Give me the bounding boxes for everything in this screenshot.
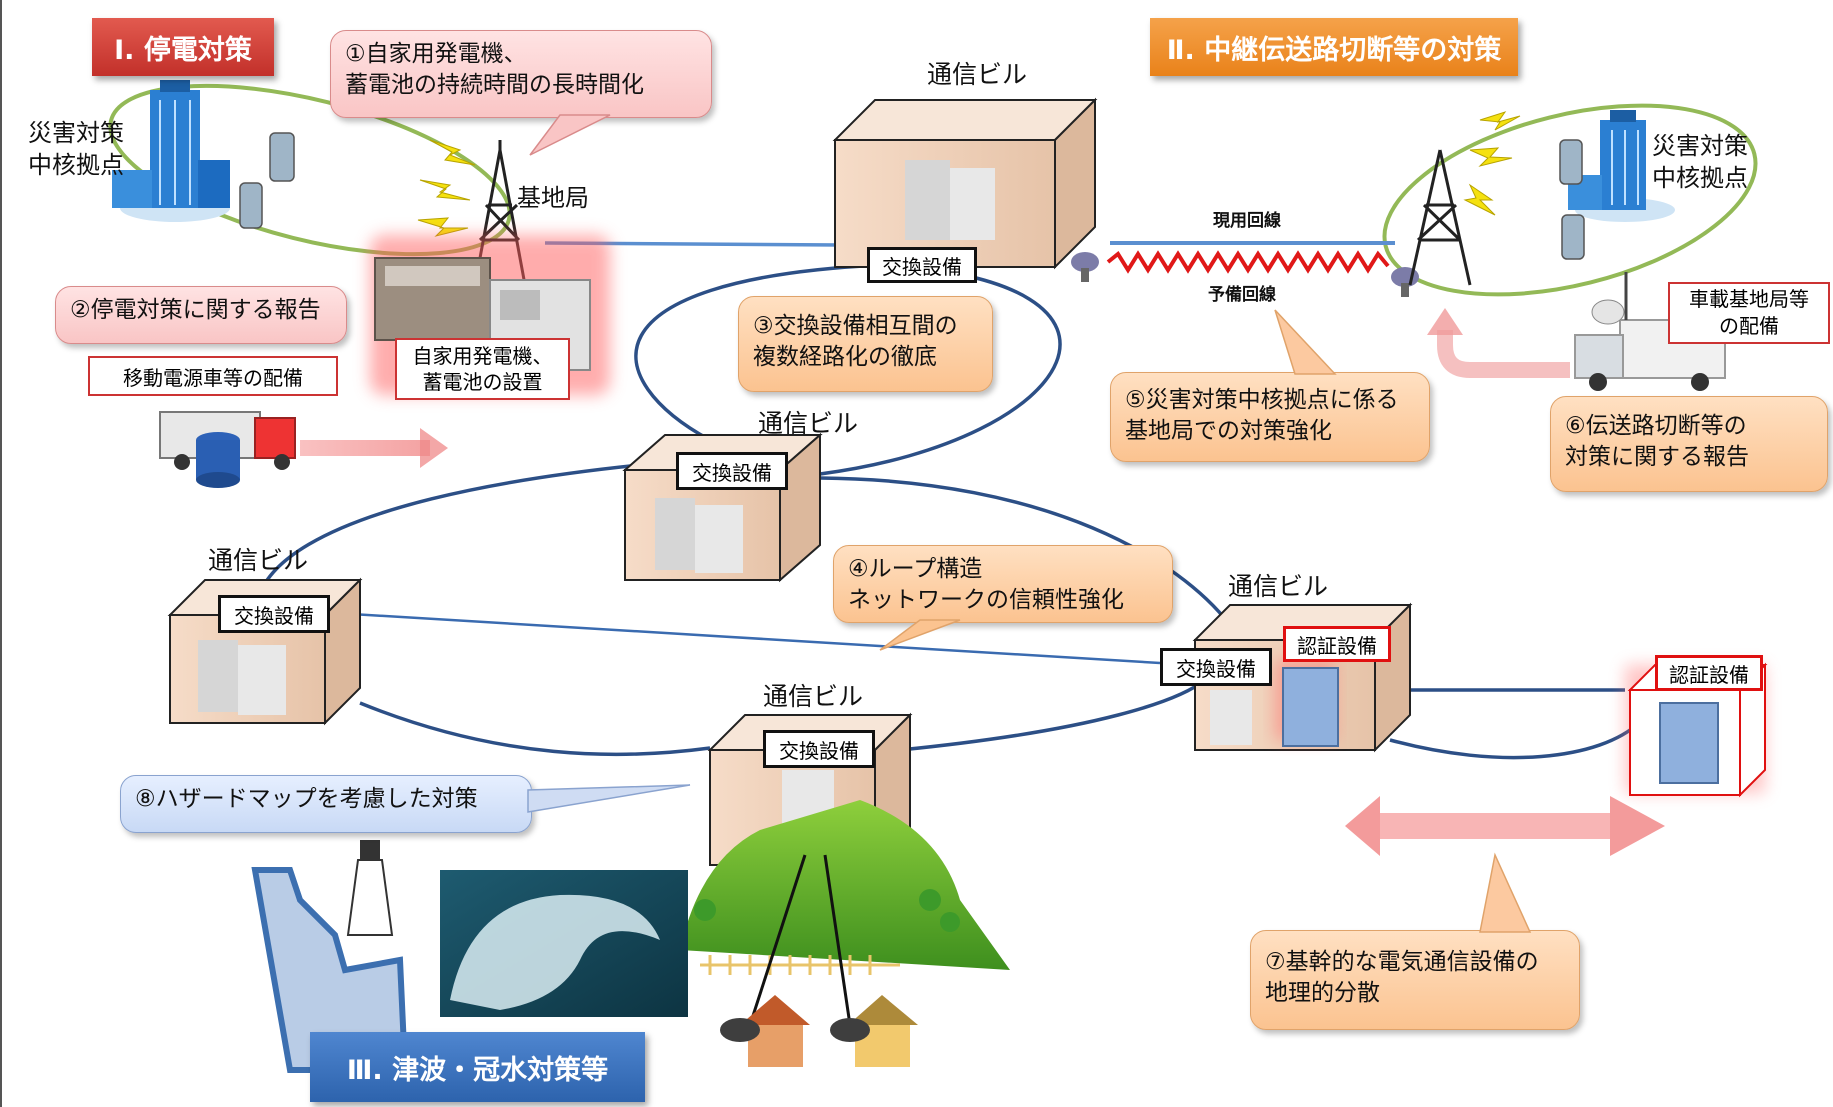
coverage-loop-left <box>108 83 512 257</box>
section-header-transmission: Ⅱ. 中継伝送路切断等の対策 <box>1150 18 1518 76</box>
section-header-tsunami: Ⅲ. 津波・冠水対策等 <box>310 1032 645 1102</box>
box-vehicle-base-station: 車載基地局等 の配備 <box>1668 282 1830 344</box>
switch-equipment-center: 交換設備 <box>676 452 788 490</box>
arrow-vehicle-to-tower <box>1437 330 1570 378</box>
tree-icons <box>694 889 960 932</box>
double-arrow-distribution <box>1345 796 1665 856</box>
callout-1-generator-duration: ①自家用発電機、 蓄電池の持続時間の長時間化 <box>330 30 712 118</box>
fence-icon <box>700 955 900 975</box>
box-mobile-power-vehicle: 移動電源車等の配備 <box>88 356 338 396</box>
label-base-station: 基地局 <box>517 184 589 212</box>
mobile-phone-icon <box>239 132 1585 260</box>
callout-5-base-station-measures: ⑤災害対策中核拠点に係る 基地局での対策強化 <box>1110 372 1430 462</box>
lightning-icons-left <box>417 139 476 237</box>
label-backup-line: 予備回線 <box>1208 285 1276 305</box>
switch-equipment-top: 交換設備 <box>867 247 977 283</box>
vehicle-base-station-icon <box>1574 272 1726 391</box>
callout-7-geographic-distribution: ⑦基幹的な電気通信設備の 地理的分散 <box>1250 930 1580 1030</box>
hill-illustration <box>680 800 1010 970</box>
arrow-truck-to-generator <box>300 440 430 456</box>
label-disaster-hub-right: 災害対策 中核拠点 <box>1652 132 1748 192</box>
label-disaster-hub-left: 災害対策 中核拠点 <box>28 119 124 179</box>
label-active-line: 現用回線 <box>1213 211 1281 231</box>
power-truck-icon <box>159 411 296 488</box>
dish-icon-left <box>1071 252 1099 282</box>
phone-lines <box>748 854 852 1026</box>
callout-6-transmission-report: ⑥伝送路切断等の 対策に関する報告 <box>1550 396 1828 492</box>
switch-equipment-left: 交換設備 <box>218 595 330 633</box>
cell-tower-icon-right <box>1408 149 1472 286</box>
skyscraper-icon-right <box>1568 110 1675 222</box>
section-header-power-outage: Ⅰ. 停電対策 <box>92 18 274 76</box>
telecom-building-top <box>832 97 1098 270</box>
label-building-right: 通信ビル <box>1228 572 1329 601</box>
telecom-building-center <box>622 432 823 583</box>
coverage-loop-right <box>1382 103 1758 297</box>
switch-equipment-right: 交換設備 <box>1160 648 1272 686</box>
callout-4-loop-network: ④ループ構造 ネットワークの信頼性強化 <box>833 545 1173 623</box>
generator-icon <box>374 257 591 371</box>
label-building-top: 通信ビル <box>927 60 1028 89</box>
auth-equipment-right-building: 認証設備 <box>1283 626 1391 662</box>
lightning-icons-right <box>1463 111 1521 216</box>
remote-auth-site <box>1625 662 1768 798</box>
lighthouse-icon <box>346 840 394 936</box>
callout-8-hazard-map: ⑧ハザードマップを考慮した対策 <box>120 775 532 833</box>
label-building-left: 通信ビル <box>208 546 309 575</box>
label-building-bottom: 通信ビル <box>763 682 864 711</box>
backup-line-zigzag <box>1106 250 1390 274</box>
callout-2-outage-report: ②停電対策に関する報告 <box>55 286 347 344</box>
callout-3-multiple-routes: ③交換設備相互間の 複数経路化の徹底 <box>738 296 993 392</box>
switch-equipment-bottom: 交換設備 <box>763 730 875 768</box>
house-phone-icons <box>720 995 918 1067</box>
label-building-center: 通信ビル <box>758 409 859 438</box>
skyscraper-icon-left <box>112 80 230 222</box>
network-lines <box>254 241 1642 760</box>
auth-equipment-remote-site: 認証設備 <box>1655 655 1763 691</box>
box-generator-battery: 自家用発電機、 蓄電池の設置 <box>395 338 570 400</box>
